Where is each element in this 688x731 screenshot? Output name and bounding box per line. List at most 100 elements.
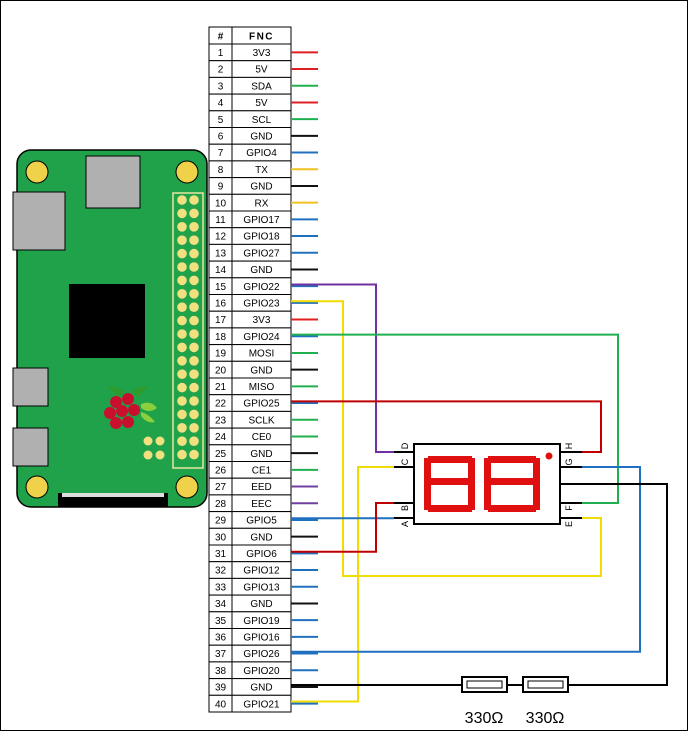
header-pin xyxy=(189,289,199,299)
pin-function: GND xyxy=(250,532,272,543)
pin-number: 17 xyxy=(215,315,227,326)
header-pin xyxy=(177,275,187,286)
pin-function: CE1 xyxy=(252,466,272,477)
header-pin xyxy=(189,449,199,460)
pin-function: GPIO22 xyxy=(243,282,280,293)
pin-function: GND xyxy=(250,365,272,376)
header-pin xyxy=(189,275,199,286)
header-pin xyxy=(189,356,199,366)
header-pin xyxy=(189,262,199,272)
pin-function: 3V3 xyxy=(253,315,271,326)
gpio-header xyxy=(172,192,204,469)
header-pin xyxy=(189,302,199,313)
pin-number: 39 xyxy=(215,683,227,694)
header-pin xyxy=(189,329,199,339)
wire-gpio6-segment-b xyxy=(291,502,394,553)
wire-gpio26-segment-g xyxy=(291,466,641,653)
pin-function: GND xyxy=(250,182,272,193)
pin-label-a: A xyxy=(400,521,410,527)
pin-number: 10 xyxy=(215,198,227,209)
pin-number: 2 xyxy=(218,65,224,76)
pin-function: SCLK xyxy=(248,415,274,426)
pin-function: GND xyxy=(250,599,272,610)
header-pin xyxy=(177,208,187,219)
header-pin xyxy=(177,248,187,259)
pad xyxy=(155,436,165,446)
pin-number: 35 xyxy=(215,616,227,627)
pin-function: GPIO16 xyxy=(243,633,280,644)
wire-gpio23-yellow xyxy=(291,300,602,577)
pin-number: 27 xyxy=(215,482,227,493)
pin-number: 28 xyxy=(215,499,227,510)
pin-stubs xyxy=(291,51,318,705)
pin-label-b: B xyxy=(400,505,410,511)
header-pin xyxy=(177,396,187,406)
pin-number: 32 xyxy=(215,566,227,577)
mini-hdmi-port xyxy=(12,191,66,251)
pin-number: 5 xyxy=(218,115,224,126)
raspberry-pi-logo-icon xyxy=(104,386,157,429)
pin-label-h: H xyxy=(564,443,574,450)
header-pin xyxy=(177,235,187,245)
table-row: 32 GPIO12 xyxy=(208,561,292,579)
pin-function: CE0 xyxy=(252,432,272,443)
pin-function: GPIO18 xyxy=(243,232,280,243)
wire-gpio25-segment-h xyxy=(291,400,602,453)
pin-number: 3 xyxy=(218,81,224,92)
header-pin xyxy=(177,289,187,299)
pin-function: RX xyxy=(255,198,269,209)
table-row: 14 GND xyxy=(208,260,292,279)
pin-function: GPIO27 xyxy=(243,248,280,259)
header-pin xyxy=(177,329,187,339)
pin-function: GPIO12 xyxy=(243,566,280,577)
header-pin xyxy=(177,195,187,205)
mounting-hole xyxy=(25,160,49,184)
header-pin xyxy=(177,423,187,433)
pin-number: 16 xyxy=(215,299,227,310)
resistor-1-label: 330Ω xyxy=(465,710,504,727)
pin-number: 6 xyxy=(218,132,224,143)
gpio-header-pins xyxy=(177,195,199,460)
pin-number: 15 xyxy=(215,282,227,293)
pin-function: 3V3 xyxy=(253,48,271,59)
pin-function: EED xyxy=(251,482,272,493)
pin-label-c: C xyxy=(400,458,410,465)
table-row: 13 GPIO27 xyxy=(208,243,292,262)
header-pin xyxy=(177,302,187,313)
digit-1-segments xyxy=(424,456,475,512)
pin-function: GND xyxy=(250,265,272,276)
mounting-hole xyxy=(175,475,199,499)
header-pin xyxy=(189,248,199,259)
pin-number: 29 xyxy=(215,516,227,527)
pin-function: GPIO6 xyxy=(246,549,277,560)
pin-number: 20 xyxy=(215,365,227,376)
pin-number: 22 xyxy=(215,399,227,410)
header-pin xyxy=(177,369,187,380)
table-row: 20 GND xyxy=(208,360,292,379)
pin-number: 14 xyxy=(215,265,227,276)
seven-segment-display: D C B A H G F E xyxy=(394,442,582,527)
pin-function: SDA xyxy=(251,81,272,92)
pin-function: GND xyxy=(250,132,272,143)
pin-label-e: E xyxy=(564,521,574,527)
table-row: 15 GPIO22 xyxy=(208,277,292,295)
header-pin xyxy=(189,409,199,420)
pin-number: 13 xyxy=(215,248,227,259)
table-row: 27 EED xyxy=(208,477,292,496)
